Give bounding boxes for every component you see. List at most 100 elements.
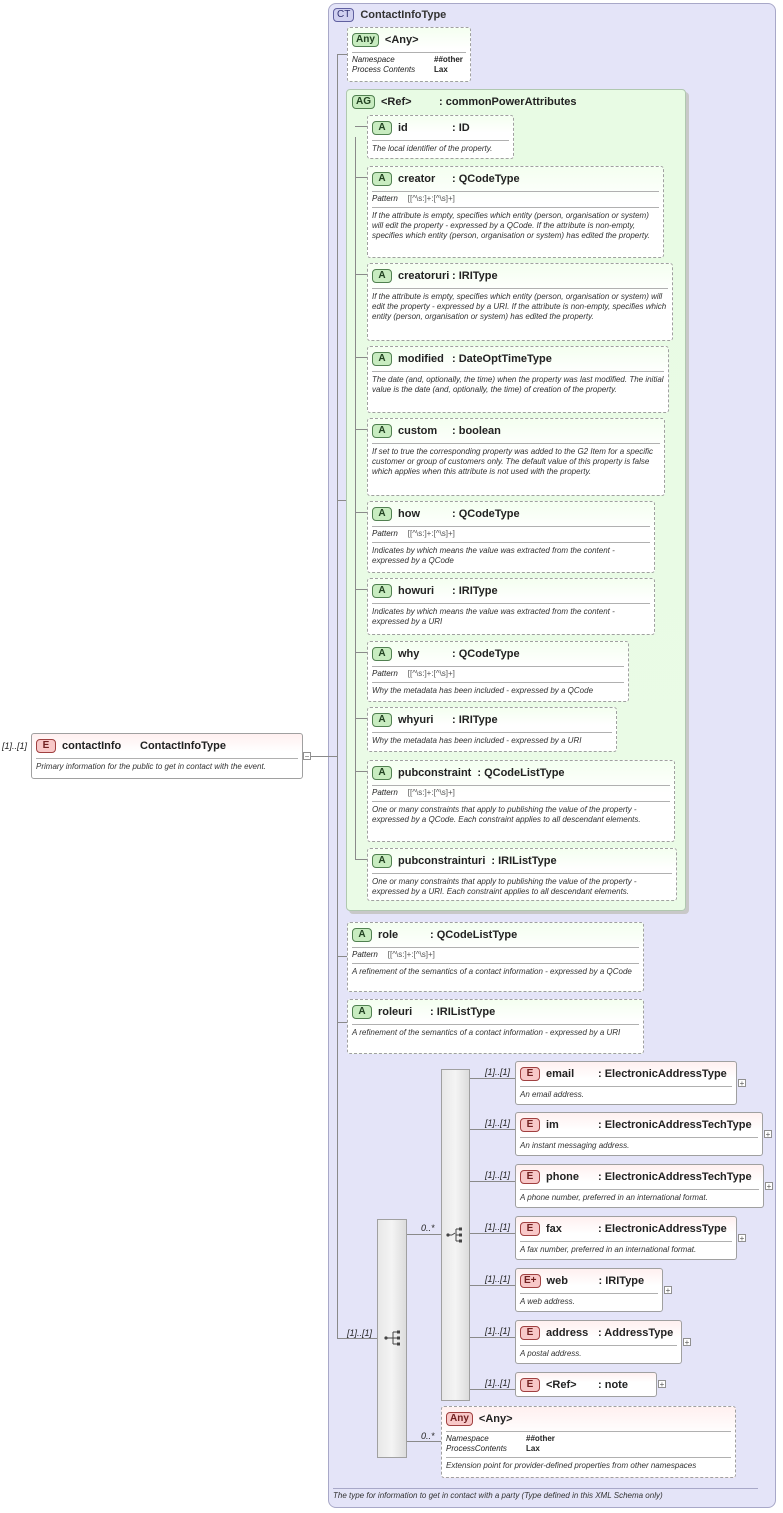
- attribute-badge: A: [372, 766, 392, 780]
- attribute-badge: A: [372, 424, 392, 438]
- attribute-name: howuri: [398, 585, 435, 597]
- attribute-doc: A refinement of the semantics of a conta…: [352, 967, 632, 976]
- attribute-group-type: : commonPowerAttributes: [439, 96, 577, 108]
- any-element-namespace-row: Namespace##other: [446, 1434, 555, 1443]
- expand-toggle[interactable]: +: [658, 1380, 666, 1389]
- element-doc: A web address.: [520, 1297, 575, 1306]
- attribute-doc: Why the metadata has been included - exp…: [372, 686, 594, 695]
- attribute-badge: A: [372, 121, 392, 135]
- complex-type-header: CT ContactInfoType: [333, 7, 446, 23]
- attribute-type: : DateOptTimeType: [452, 353, 552, 365]
- attribute-badge: A: [372, 647, 392, 661]
- element-name: phone: [546, 1171, 579, 1183]
- attribute-name: role: [378, 929, 399, 941]
- any-attribute-box[interactable]: Any<Any> Namespace##other Process Conten…: [347, 27, 471, 82]
- element-type: : IRIType: [598, 1275, 645, 1287]
- element-badge: E: [520, 1378, 540, 1392]
- attribute-name: creator: [398, 173, 436, 185]
- attribute-pattern: Pattern[[^\s:]+:[^\s]+]: [372, 529, 455, 538]
- attribute-name: custom: [398, 425, 438, 437]
- attribute-doc: If the attribute is empty, specifies whi…: [372, 292, 667, 321]
- attribute-doc: One or many constraints that apply to pu…: [372, 877, 637, 896]
- expand-toggle[interactable]: +: [764, 1130, 772, 1139]
- attribute-badge: A: [372, 507, 392, 521]
- attribute-badge: A: [372, 713, 392, 727]
- attribute-type: : QCodeListType: [477, 767, 565, 779]
- attribute-name: how: [398, 508, 420, 520]
- choice-icon: [446, 1227, 464, 1248]
- attribute-doc: A refinement of the semantics of a conta…: [352, 1028, 621, 1037]
- attribute-doc: One or many constraints that apply to pu…: [372, 805, 641, 824]
- attribute-badge: A: [372, 269, 392, 283]
- expand-toggle[interactable]: +: [765, 1182, 773, 1191]
- expand-toggle[interactable]: +: [664, 1286, 672, 1295]
- attribute-name: whyuri: [398, 714, 434, 726]
- element-name: web: [546, 1275, 568, 1287]
- attribute-badge: A: [372, 172, 392, 186]
- element-type: : note: [598, 1379, 628, 1391]
- attribute-name: pubconstraint: [398, 767, 472, 779]
- complex-type-doc: The type for information to get in conta…: [333, 1491, 663, 1500]
- element-badge: E: [520, 1170, 540, 1184]
- element-cardinality: [1]..[1]: [485, 1326, 511, 1336]
- element-badge: E: [520, 1326, 540, 1340]
- element-badge: E: [520, 1222, 540, 1236]
- any-element-box[interactable]: Any<Any> Namespace##other ProcessContent…: [441, 1406, 736, 1478]
- element-type: : AddressType: [598, 1327, 674, 1339]
- element-doc: A phone number, preferred in an internat…: [520, 1193, 708, 1202]
- attribute-type: : IRIListType: [430, 1006, 496, 1018]
- expand-toggle[interactable]: +: [738, 1079, 746, 1088]
- collapse-toggle[interactable]: −: [303, 752, 311, 761]
- attribute-pattern: Pattern[[^\s:]+:[^\s]+]: [372, 788, 455, 797]
- attribute-name: roleuri: [378, 1006, 413, 1018]
- element-badge: E: [36, 739, 56, 753]
- element-cardinality: [1]..[1]: [485, 1378, 511, 1388]
- element-cardinality: [1]..[1]: [485, 1118, 511, 1128]
- expand-toggle[interactable]: +: [738, 1234, 746, 1243]
- element-name: email: [546, 1068, 575, 1080]
- any-element-cardinality: 0..*: [421, 1431, 435, 1441]
- any-badge: Any: [352, 33, 379, 47]
- attribute-group-header: AG <Ref> : commonPowerAttributes: [352, 95, 577, 109]
- attribute-pattern: Pattern[[^\s:]+:[^\s]+]: [372, 194, 455, 203]
- any-element-badge: Any: [446, 1412, 473, 1426]
- element-cardinality: [1]..[1]: [485, 1222, 511, 1232]
- element-ref[interactable]: E<Ref>: note: [515, 1372, 657, 1397]
- attribute-type: : IRIType: [452, 714, 498, 726]
- attribute-badge: A: [352, 1005, 372, 1019]
- expand-toggle[interactable]: +: [683, 1338, 691, 1347]
- element-badge: E: [520, 1067, 540, 1081]
- any-attribute-name: <Any>: [384, 34, 419, 46]
- attribute-name: modified: [398, 353, 444, 365]
- any-element-doc: Extension point for provider-defined pro…: [446, 1461, 697, 1470]
- attribute-pattern: Pattern[[^\s:]+:[^\s]+]: [352, 950, 435, 959]
- element-doc: A postal address.: [520, 1349, 582, 1358]
- attribute-doc: If set to true the corresponding propert…: [372, 447, 654, 476]
- sequence-icon: [384, 1330, 402, 1351]
- element-type: : ElectronicAddressTechType: [598, 1171, 752, 1183]
- attribute-doc: If the attribute is empty, specifies whi…: [372, 211, 650, 240]
- attribute-doc: The date (and, optionally, the time) whe…: [372, 375, 664, 394]
- element-name: im: [546, 1119, 559, 1131]
- complex-type-badge: CT: [333, 8, 355, 22]
